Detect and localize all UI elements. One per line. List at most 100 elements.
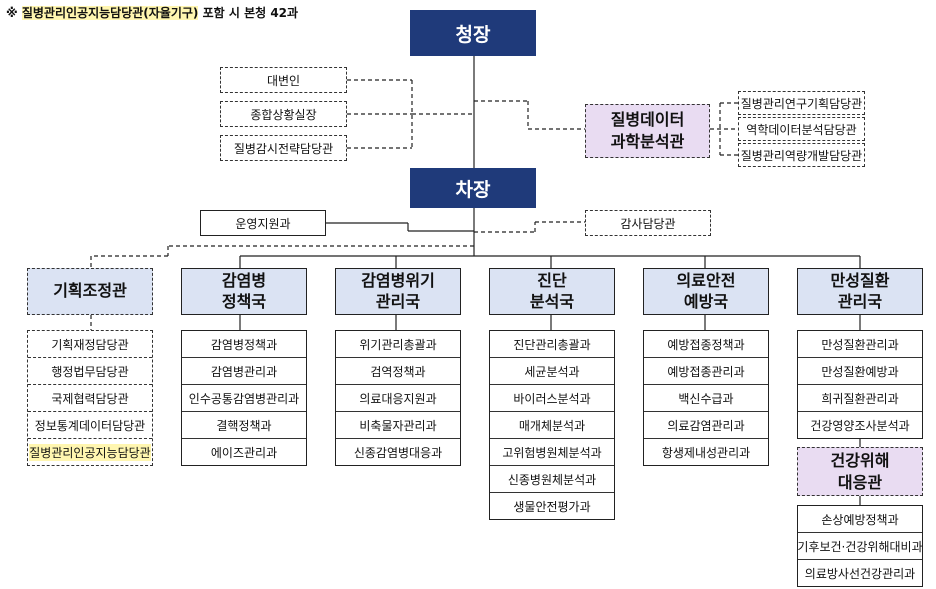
unit-label: 손상예방정책과: [821, 512, 899, 527]
bureau-head[interactable]: 감염병 정책국: [181, 268, 307, 315]
list-item[interactable]: 만성질환관리과: [798, 331, 922, 358]
list-item[interactable]: 바이러스분석과: [490, 385, 614, 412]
data-office-unit[interactable]: 질병관리역량개발담당관: [738, 143, 865, 167]
unit-label: 만성질환관리과: [821, 337, 899, 352]
deputy-label: 차장: [455, 178, 491, 201]
unit-label: 질병관리인공지능담당관: [29, 443, 151, 461]
list-item[interactable]: 인수공통감염병관리과: [182, 385, 306, 412]
bureau-unit-list: 감염병정책과 감염병관리과 인수공통감염병관리과 결핵정책과 에이즈관리과: [181, 330, 307, 466]
unit-label: 정보통계데이터담당관: [34, 418, 146, 433]
commissioner-label: 청장: [455, 23, 491, 46]
bureau-title: 만성질환 관리국: [830, 270, 890, 311]
list-item[interactable]: 의료감염관리과: [644, 412, 768, 439]
list-item[interactable]: 위기관리총괄과: [336, 331, 460, 358]
unit-label: 감염병정책과: [210, 337, 278, 352]
list-item[interactable]: 만성질환예방과: [798, 358, 922, 385]
list-item[interactable]: 신종감염병대응과: [336, 439, 460, 465]
audit-office[interactable]: 감사담당관: [585, 210, 711, 236]
list-item[interactable]: 예방접종정책과: [644, 331, 768, 358]
list-item[interactable]: 기후보건·건강위해대비과: [797, 533, 923, 560]
staff-label: 질병감시전략담당관: [233, 141, 334, 156]
header-note: ※ 질병관리인공지능담당관(자율기구) 포함 시 본청 42과: [6, 4, 298, 21]
list-item[interactable]: 건강영양조사분석과: [798, 412, 922, 438]
list-item[interactable]: 진단관리총괄과: [490, 331, 614, 358]
list-item[interactable]: 희귀질환관리과: [798, 385, 922, 412]
list-item[interactable]: 신종병원체분석과: [490, 466, 614, 493]
data-unit-label: 질병관리역량개발담당관: [740, 148, 863, 163]
list-item[interactable]: 행정법무담당관: [28, 358, 152, 385]
staff-label: 종합상황실장: [250, 107, 317, 122]
unit-label: 항생제내성관리과: [661, 445, 751, 460]
commissioner-box[interactable]: 청장: [410, 10, 536, 56]
bureau-head[interactable]: 만성질환 관리국: [797, 268, 923, 315]
support-label: 운영지원과: [235, 216, 291, 231]
list-item[interactable]: 예방접종관리과: [644, 358, 768, 385]
unit-label: 신종병원체분석과: [507, 472, 597, 487]
data-office-head[interactable]: 질병데이터 과학분석관: [585, 104, 710, 158]
unit-label: 신종감염병대응과: [353, 445, 443, 460]
bureau-unit-list: 위기관리총괄과 검역정책과 의료대응지원과 비축물자관리과 신종감염병대응과: [335, 330, 461, 466]
unit-label: 백신수급과: [678, 391, 734, 406]
data-unit-label: 질병관리연구기획담당관: [740, 96, 863, 111]
staff-surveillance[interactable]: 질병감시전략담당관: [220, 135, 347, 161]
bureau-head[interactable]: 의료안전 예방국: [643, 268, 769, 315]
note-suffix: 포함 시 본청 42과: [198, 6, 299, 20]
list-item[interactable]: 손상예방정책과: [798, 506, 922, 533]
planning-head[interactable]: 기획조정관: [27, 268, 153, 315]
bureau-title: 진단 분석국: [529, 270, 575, 311]
list-item[interactable]: 에이즈관리과: [182, 439, 306, 465]
unit-label: 예방접종정책과: [667, 337, 745, 352]
health-hazard-head[interactable]: 건강위해 대응관: [797, 447, 923, 496]
list-item[interactable]: 고위험병원체분석과: [490, 439, 614, 466]
unit-label: 예방접종관리과: [667, 364, 745, 379]
list-item-highlighted[interactable]: 질병관리인공지능담당관: [28, 439, 152, 465]
list-item[interactable]: 감염병정책과: [182, 331, 306, 358]
list-item[interactable]: 매개체분석과: [490, 412, 614, 439]
data-office-unit[interactable]: 역학데이터분석담당관: [738, 117, 865, 141]
unit-label: 검역정책과: [370, 364, 426, 379]
list-item[interactable]: 항생제내성관리과: [644, 439, 768, 465]
list-item[interactable]: 의료방사선건강관리과: [798, 560, 922, 586]
unit-label: 위기관리총괄과: [359, 337, 437, 352]
unit-label: 에이즈관리과: [210, 445, 278, 460]
unit-label: 희귀질환관리과: [821, 391, 899, 406]
data-office-unit[interactable]: 질병관리연구기획담당관: [738, 91, 865, 115]
deputy-box[interactable]: 차장: [410, 168, 536, 208]
unit-label: 건강영양조사분석과: [810, 418, 910, 433]
list-item[interactable]: 감염병관리과: [182, 358, 306, 385]
bureau-head[interactable]: 진단 분석국: [489, 268, 615, 315]
support-division[interactable]: 운영지원과: [200, 210, 326, 236]
health-hazard-title: 건강위해 대응관: [830, 450, 890, 492]
unit-label: 행정법무담당관: [51, 364, 129, 379]
list-item[interactable]: 생물안전평가과: [490, 493, 614, 519]
bureau-title: 감염병 정책국: [221, 270, 267, 311]
staff-situation-room[interactable]: 종합상황실장: [220, 101, 347, 127]
unit-label: 매개체분석과: [518, 418, 586, 433]
staff-spokesperson[interactable]: 대변인: [220, 67, 347, 93]
unit-label: 세균분석과: [524, 364, 580, 379]
list-item[interactable]: 백신수급과: [644, 385, 768, 412]
list-item[interactable]: 세균분석과: [490, 358, 614, 385]
unit-label: 기획재정담당관: [51, 337, 129, 352]
data-unit-label: 역학데이터분석담당관: [746, 122, 857, 137]
list-item[interactable]: 검역정책과: [336, 358, 460, 385]
unit-label: 바이러스분석과: [513, 391, 591, 406]
unit-label: 고위험병원체분석과: [502, 445, 602, 460]
bureau-unit-list: 예방접종정책과 예방접종관리과 백신수급과 의료감염관리과 항생제내성관리과: [643, 330, 769, 466]
unit-label: 비축물자관리과: [359, 418, 437, 433]
bureau-unit-list: 만성질환관리과 만성질환예방과 희귀질환관리과 건강영양조사분석과: [797, 330, 923, 439]
list-item[interactable]: 결핵정책과: [182, 412, 306, 439]
list-item[interactable]: 기획재정담당관: [28, 331, 152, 358]
staff-label: 대변인: [266, 73, 301, 88]
unit-label: 생물안전평가과: [513, 499, 591, 514]
unit-label: 의료대응지원과: [359, 391, 437, 406]
health-hazard-unit-list: 손상예방정책과 기후보건·건강위해대비과 의료방사선건강관리과: [797, 505, 923, 587]
bureau-unit-list: 진단관리총괄과 세균분석과 바이러스분석과 매개체분석과 고위험병원체분석과 신…: [489, 330, 615, 520]
bureau-title: 의료안전 예방국: [676, 270, 736, 311]
list-item[interactable]: 의료대응지원과: [336, 385, 460, 412]
bureau-head[interactable]: 감염병위기 관리국: [335, 268, 461, 315]
list-item[interactable]: 비축물자관리과: [336, 412, 460, 439]
list-item[interactable]: 국제협력담당관: [28, 385, 152, 412]
list-item[interactable]: 정보통계데이터담당관: [28, 412, 152, 439]
